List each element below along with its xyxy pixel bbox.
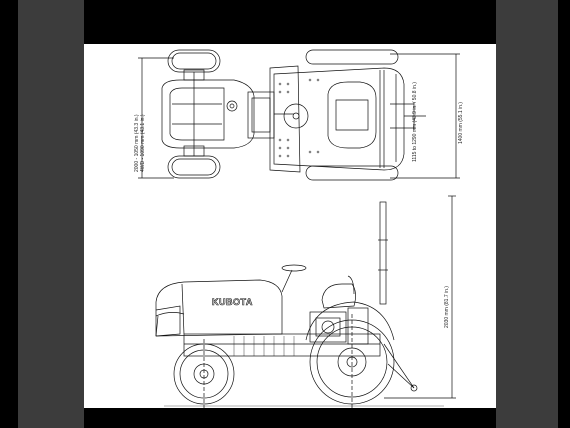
side-view-tractor	[155, 195, 456, 408]
top-view-tractor	[138, 49, 460, 181]
dimension-label-overall-height: 2030 mm (81.7 in.)	[444, 286, 450, 328]
right-background-band	[496, 0, 558, 428]
dimension-label-rear-tread: 1115 to 1290 mm (43.9 in. / 50.8 in.)	[412, 82, 418, 162]
kubota-logo: KUBOTA	[212, 297, 253, 308]
dimension-label-tread-4wd: 4WD - 1090 mm (43.1 in.)	[140, 114, 146, 172]
technical-drawing	[138, 49, 460, 408]
manual-page: 2000 - 1050 mm (43.3 in.) 4WD - 1090 mm …	[84, 44, 496, 408]
dimension-label-overall-width: 1400 mm (55.1 in.)	[458, 102, 464, 144]
left-background-band	[18, 0, 84, 428]
